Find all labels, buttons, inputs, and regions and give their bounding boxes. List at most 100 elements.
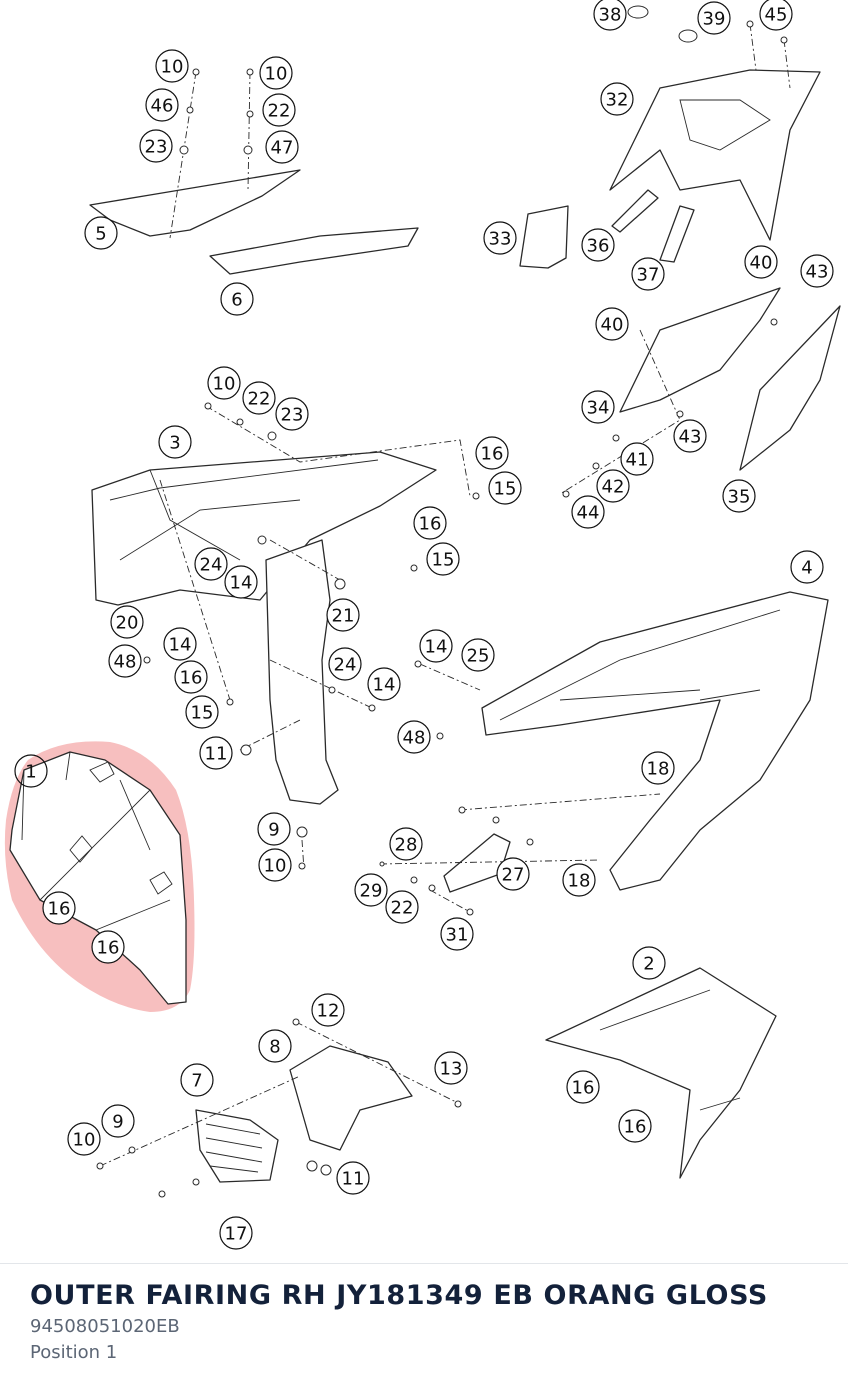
callout-6[interactable]: 6: [220, 282, 254, 316]
callout-7[interactable]: 7: [180, 1063, 214, 1097]
callout-9[interactable]: 9: [101, 1104, 135, 1138]
callout-24[interactable]: 24: [328, 647, 362, 681]
callout-14[interactable]: 14: [163, 627, 197, 661]
callout-16[interactable]: 16: [413, 506, 447, 540]
svg-text:41: 41: [626, 450, 649, 471]
callout-15[interactable]: 15: [426, 542, 460, 576]
svg-text:22: 22: [391, 898, 414, 919]
callout-18[interactable]: 18: [641, 751, 675, 785]
callout-10[interactable]: 10: [207, 366, 241, 400]
fasteners: [96, 5, 788, 1198]
callout-48[interactable]: 48: [108, 644, 142, 678]
svg-text:10: 10: [264, 856, 287, 877]
callout-17[interactable]: 17: [219, 1216, 253, 1250]
callout-38[interactable]: 38: [593, 0, 627, 31]
callout-11[interactable]: 11: [336, 1161, 370, 1195]
callout-37[interactable]: 37: [631, 257, 665, 291]
callout-43[interactable]: 43: [800, 254, 834, 288]
svg-text:2: 2: [643, 954, 654, 975]
callout-3[interactable]: 3: [158, 425, 192, 459]
part-number: 94508051020EB: [30, 1316, 180, 1337]
callout-40[interactable]: 40: [744, 245, 778, 279]
callout-20[interactable]: 20: [110, 605, 144, 639]
callout-1[interactable]: 1: [14, 754, 48, 788]
svg-text:23: 23: [281, 405, 304, 426]
callout-44[interactable]: 44: [571, 495, 605, 529]
callout-4[interactable]: 4: [790, 550, 824, 584]
callout-22[interactable]: 22: [242, 381, 276, 415]
svg-text:20: 20: [116, 613, 139, 634]
callout-14[interactable]: 14: [224, 565, 258, 599]
callout-40[interactable]: 40: [595, 307, 629, 341]
callout-16[interactable]: 16: [42, 891, 76, 925]
callout-2[interactable]: 2: [632, 946, 666, 980]
callout-16[interactable]: 16: [566, 1070, 600, 1104]
callout-43[interactable]: 43: [673, 419, 707, 453]
svg-text:18: 18: [647, 759, 670, 780]
callout-16[interactable]: 16: [475, 436, 509, 470]
callout-39[interactable]: 39: [697, 1, 731, 35]
callout-27[interactable]: 27: [496, 857, 530, 891]
svg-text:11: 11: [205, 744, 228, 765]
svg-text:36: 36: [587, 236, 610, 257]
svg-text:7: 7: [191, 1071, 202, 1092]
svg-text:10: 10: [265, 64, 288, 85]
callout-10[interactable]: 10: [259, 56, 293, 90]
callout-5[interactable]: 5: [84, 216, 118, 250]
callout-47[interactable]: 47: [265, 130, 299, 164]
callout-29[interactable]: 29: [354, 873, 388, 907]
callout-8[interactable]: 8: [258, 1029, 292, 1063]
callout-16[interactable]: 16: [174, 660, 208, 694]
callout-25[interactable]: 25: [461, 638, 495, 672]
callout-46[interactable]: 46: [145, 88, 179, 122]
callout-23[interactable]: 23: [139, 129, 173, 163]
callout-16[interactable]: 16: [91, 930, 125, 964]
callout-10[interactable]: 10: [258, 848, 292, 882]
callout-31[interactable]: 31: [440, 917, 474, 951]
callout-12[interactable]: 12: [311, 993, 345, 1027]
bracket-part-8: [289, 1045, 413, 1151]
callout-33[interactable]: 33: [483, 221, 517, 255]
svg-text:15: 15: [432, 550, 455, 571]
callout-42[interactable]: 42: [596, 469, 630, 503]
callout-15[interactable]: 15: [185, 695, 219, 729]
svg-text:43: 43: [806, 262, 829, 283]
callout-16[interactable]: 16: [618, 1109, 652, 1143]
svg-text:23: 23: [145, 137, 168, 158]
callout-23[interactable]: 23: [275, 397, 309, 431]
cover-part-5: [89, 169, 301, 237]
callout-9[interactable]: 9: [257, 812, 291, 846]
svg-text:1: 1: [25, 762, 36, 783]
callout-34[interactable]: 34: [581, 390, 615, 424]
svg-text:11: 11: [342, 1169, 365, 1190]
callout-36[interactable]: 36: [581, 228, 615, 262]
callout-14[interactable]: 14: [419, 629, 453, 663]
svg-text:33: 33: [489, 229, 512, 250]
callout-18[interactable]: 18: [562, 863, 596, 897]
callout-22[interactable]: 22: [262, 93, 296, 127]
callout-41[interactable]: 41: [620, 442, 654, 476]
callout-28[interactable]: 28: [389, 827, 423, 861]
svg-text:45: 45: [765, 5, 788, 26]
callout-14[interactable]: 14: [367, 667, 401, 701]
svg-text:10: 10: [161, 57, 184, 78]
callout-35[interactable]: 35: [722, 479, 756, 513]
callout-13[interactable]: 13: [434, 1051, 468, 1085]
svg-text:3: 3: [169, 433, 180, 454]
svg-text:15: 15: [494, 479, 517, 500]
callout-10[interactable]: 10: [155, 49, 189, 83]
callout-22[interactable]: 22: [385, 890, 419, 924]
callout-21[interactable]: 21: [326, 598, 360, 632]
svg-text:29: 29: [360, 881, 383, 902]
callout-11[interactable]: 11: [199, 736, 233, 770]
svg-text:40: 40: [750, 253, 773, 274]
callout-24[interactable]: 24: [194, 547, 228, 581]
callout-10[interactable]: 10: [67, 1122, 101, 1156]
svg-text:40: 40: [601, 315, 624, 336]
callout-48[interactable]: 48: [397, 720, 431, 754]
callout-32[interactable]: 32: [600, 82, 634, 116]
callout-45[interactable]: 45: [759, 0, 793, 31]
callout-15[interactable]: 15: [488, 471, 522, 505]
svg-text:9: 9: [268, 820, 279, 841]
